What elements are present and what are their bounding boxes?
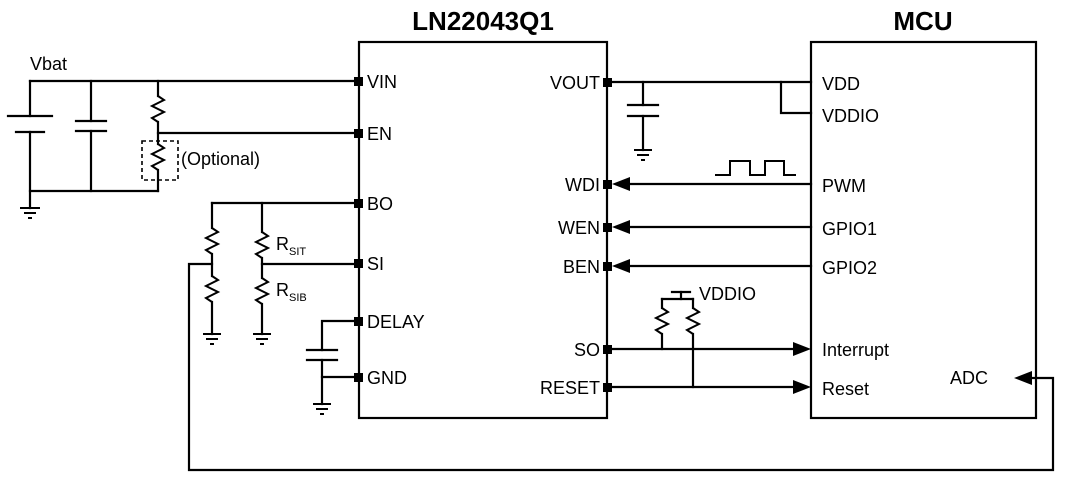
- r-sib-label: RSIB: [276, 280, 307, 304]
- regulator-right-pins: VOUT WDI WEN BEN SO RESET: [540, 73, 612, 398]
- input-ground-icon: [20, 207, 40, 219]
- mcu-pin-gpio1-label: GPIO1: [822, 219, 877, 239]
- mcu-pin-vddio-label: VDDIO: [822, 106, 879, 126]
- wdi-arrow-icon: [612, 177, 630, 191]
- en-top-resistor: [149, 95, 167, 123]
- pin-reset-marker: [603, 383, 612, 392]
- mcu-chip-body: [809, 40, 1038, 420]
- output-signals: VDDIO: [610, 284, 811, 394]
- en-divider-resistors: [141, 79, 357, 193]
- mcu-pin-interrupt-label: Interrupt: [822, 340, 889, 360]
- ln22043q1-chip-body: [357, 40, 609, 420]
- reset-pullup-resistor: [684, 307, 702, 335]
- wen-arrow-icon: [612, 220, 630, 234]
- pin-wdi-label: WDI: [565, 175, 600, 195]
- pin-ben-marker: [603, 262, 612, 271]
- pin-si-marker: [354, 259, 363, 268]
- vddio-pullup-label: VDDIO: [699, 284, 756, 304]
- control-lines: [612, 160, 813, 273]
- vbat-label: Vbat: [30, 54, 67, 74]
- pin-vin-label: VIN: [367, 72, 397, 92]
- reset-arrow-icon: [793, 380, 811, 394]
- input-capacitor: [74, 79, 108, 193]
- battery-symbol: [6, 79, 54, 210]
- mcu-pins: VDD VDDIO PWM GPIO1 GPIO2 Interrupt Rese…: [822, 74, 988, 399]
- en-bottom-resistor: [149, 143, 167, 171]
- ln22043q1-title: LN22043Q1: [412, 6, 554, 36]
- pin-so-marker: [603, 345, 612, 354]
- pin-wen-label: WEN: [558, 218, 600, 238]
- mcu-pin-vdd-label: VDD: [822, 74, 860, 94]
- delay-capacitor: [305, 319, 357, 415]
- so-pullup-resistor: [653, 307, 671, 335]
- r-sit-resistor: [253, 231, 271, 259]
- pin-bo-label: BO: [367, 194, 393, 214]
- pin-vout-label: VOUT: [550, 73, 600, 93]
- pwm-waveform-icon: [715, 160, 796, 176]
- mcu-title: MCU: [893, 6, 952, 36]
- bo-bottom-resistor: [203, 275, 221, 303]
- pin-wdi-marker: [603, 180, 612, 189]
- pin-reset-label: RESET: [540, 378, 600, 398]
- si-ground-icon: [253, 333, 271, 345]
- adc-feedback-wire: [187, 262, 1055, 472]
- vout-ground-icon: [634, 149, 652, 161]
- r-sit-label: RSIT: [276, 234, 306, 258]
- regulator-left-pins: VIN EN BO SI DELAY GND: [354, 72, 425, 388]
- mcu-pin-gpio2-label: GPIO2: [822, 258, 877, 278]
- mcu-pin-adc-label: ADC: [950, 368, 988, 388]
- pin-en-label: EN: [367, 124, 392, 144]
- pin-vout-marker: [603, 78, 612, 87]
- mcu-pin-reset-label: Reset: [822, 379, 869, 399]
- pin-en-marker: [354, 129, 363, 138]
- pin-gnd-marker: [354, 373, 363, 382]
- r-sib-resistor: [253, 277, 271, 305]
- pin-si-label: SI: [367, 254, 384, 274]
- bo-si-divider-network: RSIT RSIB: [203, 201, 357, 345]
- delay-ground-icon: [313, 403, 331, 415]
- pin-vin-marker: [354, 77, 363, 86]
- input-supply-network: Vbat: [6, 54, 357, 219]
- pin-gnd-label: GND: [367, 368, 407, 388]
- adc-arrow-icon: [1014, 371, 1032, 385]
- vout-supply-network: [610, 80, 813, 161]
- pin-delay-label: DELAY: [367, 312, 425, 332]
- pin-wen-marker: [603, 223, 612, 232]
- pin-delay-marker: [354, 317, 363, 326]
- interrupt-arrow-icon: [793, 342, 811, 356]
- bo-top-resistor: [203, 227, 221, 255]
- optional-label: (Optional): [181, 149, 260, 169]
- pin-ben-label: BEN: [563, 257, 600, 277]
- bo-ground-icon: [203, 333, 221, 345]
- mcu-pin-pwm-label: PWM: [822, 176, 866, 196]
- pin-so-label: SO: [574, 340, 600, 360]
- ben-arrow-icon: [612, 259, 630, 273]
- optional-resistor-box: [141, 140, 179, 181]
- pin-bo-marker: [354, 199, 363, 208]
